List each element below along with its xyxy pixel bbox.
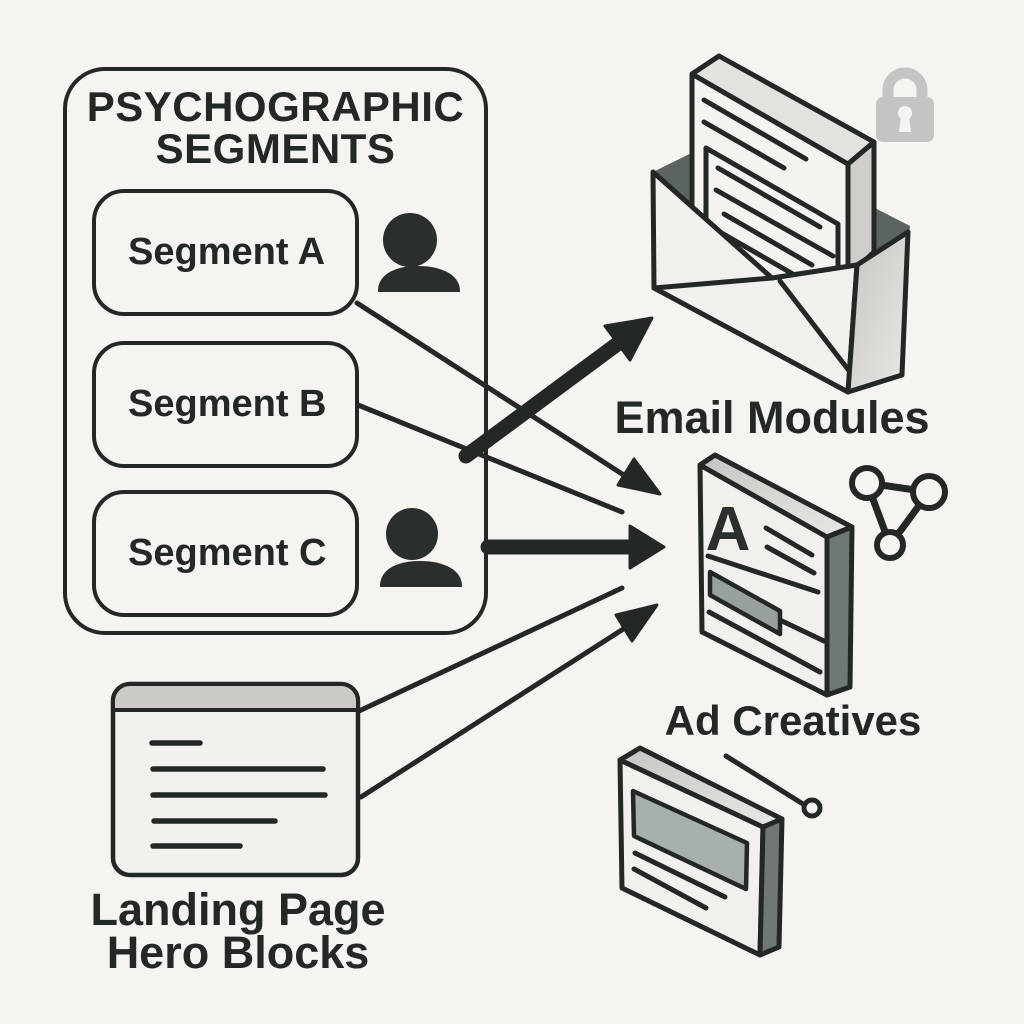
segment-c-pill: Segment C [92,490,359,617]
landing-hero-card-icon [110,681,361,878]
email-envelope-icon [650,53,911,395]
envelope-interior [653,134,910,268]
arrow-segment-a-to-ad-head [616,457,662,496]
landing-card-text-lines [149,740,328,849]
landing-hero-label: Landing Page Hero Blocks [68,884,408,978]
arrow-segments-to-email-shaft [458,334,628,464]
banner-card-icon [617,745,823,958]
panel-title-line2: SEGMENTS [155,125,396,172]
email-modules-label: Email Modules [614,392,930,443]
segment-a-label: Segment A [128,231,326,273]
segment-b-pill: Segment B [92,341,359,468]
segment-c-label: Segment C [128,532,327,574]
segments-panel-title: PSYCHOGRAPHIC SEGMENTS [63,86,488,170]
segment-b-label: Segment B [128,383,327,425]
landing-label-line1: Landing Page [90,884,386,935]
letter-in-envelope [689,53,877,335]
segment-a-pill: Segment A [92,189,359,316]
network-icon [849,465,948,561]
lock-icon [876,67,934,142]
ad-card-letter: A [706,495,751,564]
landing-label-line2: Hero Blocks [106,927,370,978]
banner-pointer [723,753,823,819]
ad-creatives-label: Ad Creatives [664,697,922,744]
arrow-landing-to-ad-lower [358,623,631,800]
ad-card-icon [697,452,855,698]
panel-title-line1: PSYCHOGRAPHIC [86,83,465,130]
arrow-segment-c-to-ad-head [628,524,666,570]
envelope-body [650,169,911,395]
arrow-segments-to-email-head [603,316,654,362]
arrow-landing-to-ad-head [614,603,659,643]
